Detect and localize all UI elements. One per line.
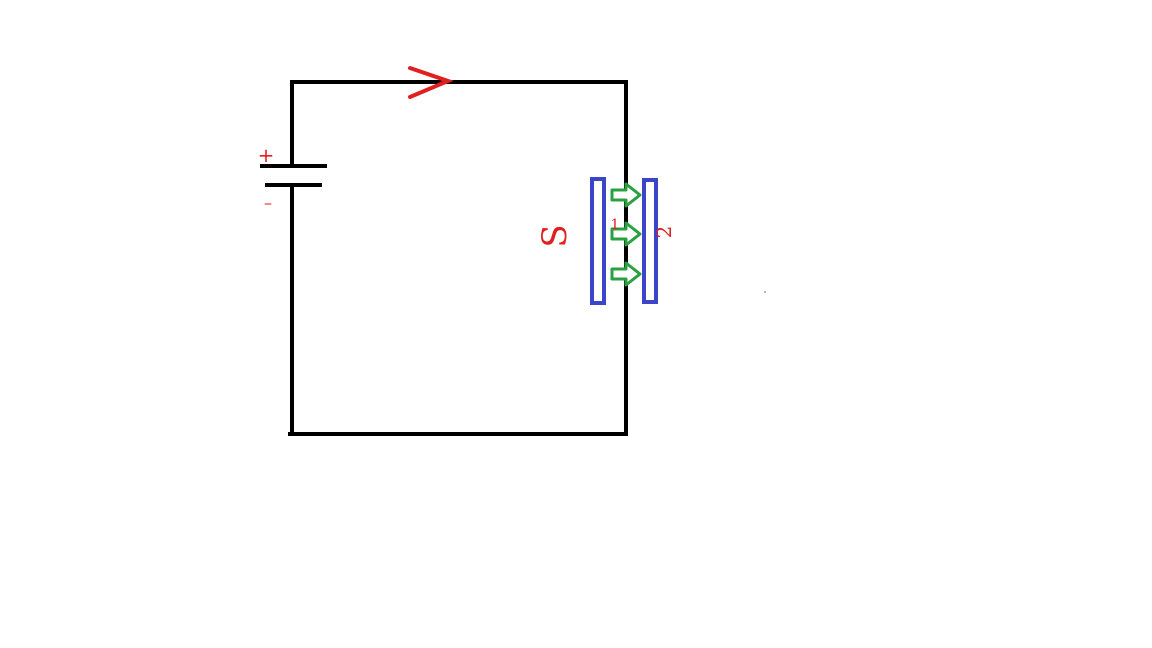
capacitor-left-plate	[590, 177, 606, 305]
left-plate-label: S	[535, 224, 575, 247]
battery-negative-label: –	[264, 193, 272, 212]
field-arrow	[610, 261, 642, 287]
battery-positive-label: +	[258, 143, 275, 167]
gap-label: 1	[611, 217, 620, 233]
right-plate-label: 2	[652, 226, 676, 239]
field-arrow	[610, 221, 642, 247]
circuit-wires	[288, 80, 628, 436]
capacitor-right-plate	[642, 178, 658, 304]
battery	[260, 164, 327, 187]
field-arrow	[610, 182, 642, 208]
capacitor	[590, 177, 658, 305]
field-arrows	[610, 182, 642, 287]
stray-dot	[764, 291, 766, 293]
current-direction-arrow	[408, 66, 454, 99]
